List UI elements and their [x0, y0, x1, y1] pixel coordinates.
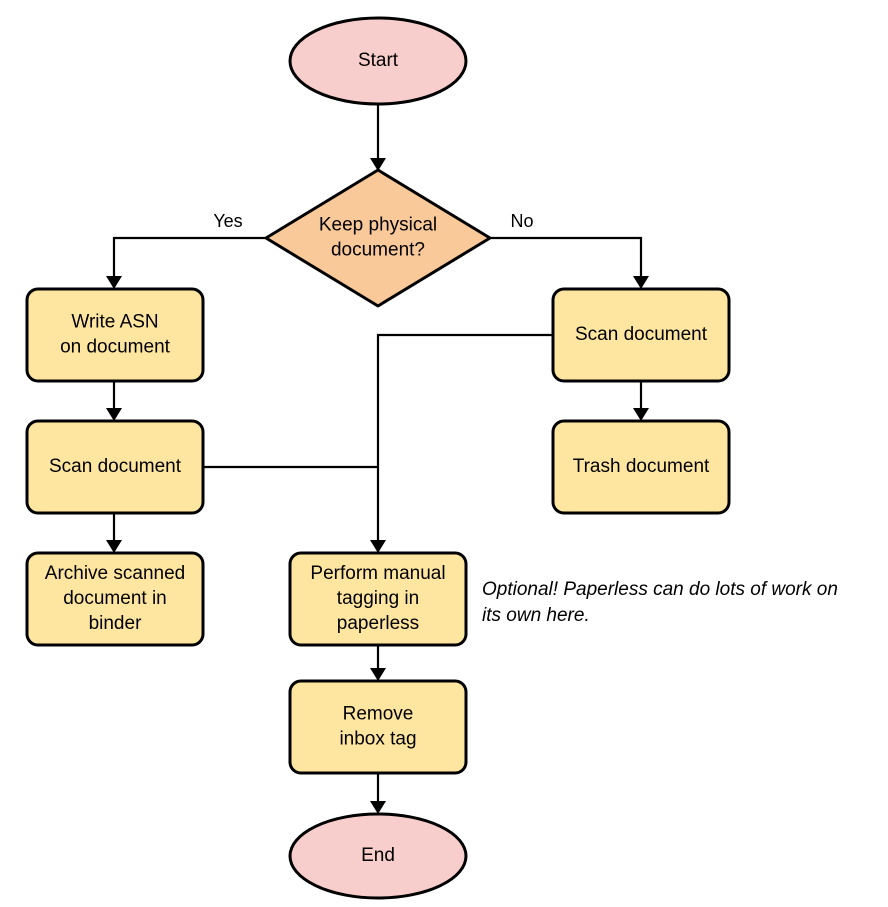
- decision-shape: [264, 168, 492, 308]
- edge-arrowhead: [106, 540, 122, 553]
- edge-line: [112, 236, 266, 282]
- node-label-line: paperless: [337, 613, 419, 634]
- node-label-line: Start: [358, 50, 399, 71]
- edge-line: [490, 236, 643, 282]
- process-shape: [288, 551, 468, 647]
- process-shape: [25, 287, 205, 383]
- process-shape: [25, 551, 205, 647]
- edge-scan-right-trash: [633, 381, 649, 421]
- annotation-line: Optional! Paperless can do lots of work …: [482, 579, 838, 600]
- edge-write-asn-scan-left: [106, 381, 122, 421]
- node-end[interactable]: End: [288, 812, 468, 900]
- edge-scan-left-archive: [106, 513, 122, 553]
- annotation-optional-note: Optional! Paperless can do lots of work …: [482, 579, 838, 626]
- node-label-line: document in: [63, 588, 167, 609]
- edge-arrowhead: [370, 668, 386, 681]
- node-label-line: tagging in: [337, 588, 419, 609]
- terminator-shape: [288, 16, 468, 106]
- edge-arrowhead: [106, 408, 122, 421]
- node-label-line: Write ASN: [71, 312, 158, 333]
- node-label-line: Trash document: [573, 456, 710, 477]
- edge-arrowhead: [633, 276, 649, 289]
- node-label-line: document?: [331, 240, 425, 261]
- node-archive[interactable]: Archive scanned document in binder: [25, 551, 205, 647]
- process-shape: [551, 287, 731, 383]
- edge-tagging-remove-inbox: [370, 645, 386, 681]
- edge-arrowhead: [370, 540, 386, 553]
- edge-arrowhead: [370, 801, 386, 814]
- edge-arrowhead: [633, 408, 649, 421]
- node-write-asn[interactable]: Write ASN on document: [25, 287, 205, 383]
- edges-layer: Yes No: [106, 104, 649, 814]
- node-label-line: Remove: [343, 704, 414, 725]
- node-label-line: inbox tag: [339, 729, 416, 750]
- node-decision[interactable]: Keep physical document?: [264, 168, 492, 308]
- node-scan-right[interactable]: Scan document: [551, 287, 731, 383]
- node-tagging[interactable]: Perform manual tagging in paperless: [288, 551, 468, 647]
- edge-line: [376, 333, 553, 546]
- edge-decision-scan-right: No: [490, 211, 649, 289]
- node-remove-inbox[interactable]: Remove inbox tag: [288, 679, 468, 775]
- process-shape: [25, 419, 205, 515]
- process-shape: [288, 679, 468, 775]
- node-label-line: Perform manual: [310, 563, 445, 584]
- edge-remove-inbox-end: [370, 773, 386, 814]
- edge-label-yes: Yes: [213, 211, 242, 231]
- process-shape: [551, 419, 731, 515]
- annotation-line: its own here.: [482, 605, 590, 626]
- node-label-line: Scan document: [49, 456, 182, 477]
- node-label-line: binder: [89, 613, 142, 634]
- node-scan-left[interactable]: Scan document: [25, 419, 205, 515]
- edge-arrowhead: [370, 158, 386, 171]
- node-label-line: Keep physical: [319, 215, 437, 236]
- edge-label-no: No: [510, 211, 533, 231]
- node-label-line: End: [361, 845, 395, 866]
- edge-decision-write-asn: Yes: [106, 211, 266, 289]
- node-label-line: Scan document: [575, 324, 708, 345]
- node-label-line: on document: [60, 337, 171, 358]
- annotations-layer: Optional! Paperless can do lots of work …: [482, 579, 838, 626]
- terminator-shape: [288, 812, 468, 900]
- edge-arrowhead: [106, 276, 122, 289]
- edge-start-decision: [370, 104, 386, 171]
- node-start[interactable]: Start: [288, 16, 468, 106]
- node-label-line: Archive scanned: [45, 563, 185, 584]
- node-trash[interactable]: Trash document: [551, 419, 731, 515]
- edge-scan-right-tagging: [370, 333, 553, 553]
